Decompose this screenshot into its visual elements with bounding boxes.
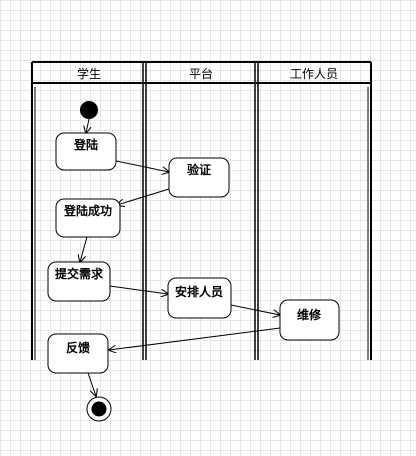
- final-node: [86, 396, 112, 422]
- lane-title-platform: 平台: [189, 66, 213, 81]
- lane-title-staff: 工作人员: [290, 67, 338, 81]
- svg-text:登陆: 登陆: [73, 137, 98, 152]
- svg-text:安排人员: 安排人员: [175, 284, 223, 299]
- action-login[interactable]: 登陆: [55, 132, 117, 171]
- edge-repair-feedback: [109, 327, 281, 350]
- svg-text:登陆成功: 登陆成功: [63, 203, 112, 218]
- swimlane-frame: [31, 61, 372, 360]
- edge-start-login: [86, 118, 89, 133]
- edges: [80, 118, 281, 396]
- initial-node: [80, 101, 98, 119]
- action-feedback[interactable]: 反馈: [47, 333, 109, 374]
- svg-text:提交需求: 提交需求: [55, 266, 104, 281]
- edge-login-verify: [115, 160, 169, 172]
- action-verify[interactable]: 验证: [168, 157, 230, 198]
- edge-verify-success: [117, 188, 170, 205]
- edge-success-submit: [80, 236, 88, 262]
- edge-submit-assign: [109, 285, 168, 294]
- edge-assign-repair: [230, 304, 280, 315]
- svg-text:反馈: 反馈: [66, 340, 90, 355]
- svg-text:验证: 验证: [187, 162, 211, 177]
- action-login-success[interactable]: 登陆成功: [55, 198, 121, 238]
- action-assign-staff[interactable]: 安排人员: [167, 277, 232, 319]
- svg-text:维修: 维修: [297, 307, 322, 322]
- lane-title-student: 学生: [77, 66, 101, 81]
- edge-feedback-end: [87, 372, 96, 396]
- action-submit-request[interactable]: 提交需求: [47, 261, 111, 302]
- action-repair[interactable]: 维修: [279, 299, 340, 341]
